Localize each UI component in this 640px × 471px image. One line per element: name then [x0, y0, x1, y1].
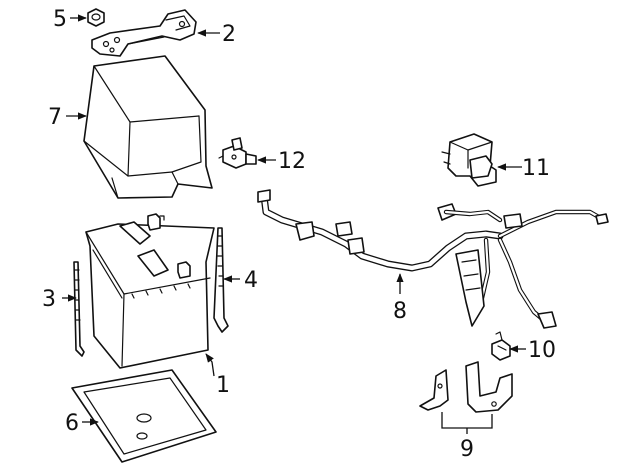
callout-3: 3 — [42, 287, 56, 312]
sensor-part-10 — [491, 331, 511, 361]
sensor-connector-part-12 — [218, 137, 257, 169]
battery-tray-part-6 — [71, 369, 217, 463]
callout-2: 2 — [222, 22, 236, 47]
bracket-part-9 — [419, 361, 513, 413]
callout-12: 12 — [278, 149, 306, 174]
callout-1: 1 — [216, 373, 230, 398]
callout-10: 10 — [528, 338, 556, 363]
battery-part-1 — [85, 213, 215, 369]
callout-8: 8 — [393, 299, 407, 324]
callout-6: 6 — [65, 411, 79, 436]
callout-5: 5 — [53, 7, 67, 32]
nut-part-5 — [87, 8, 105, 27]
callout-9: 9 — [460, 437, 474, 462]
battery-cover-part-7 — [83, 55, 213, 199]
hold-down-bracket-part-2 — [91, 9, 197, 57]
callout-4: 4 — [244, 268, 258, 293]
hold-down-rod-part-4 — [213, 227, 229, 333]
wire-harness-part-8 — [257, 189, 609, 329]
callout-7: 7 — [48, 105, 62, 130]
leader-lines — [62, 14, 526, 434]
terminal-cap-part-11 — [441, 133, 497, 187]
callout-11: 11 — [522, 156, 550, 181]
hold-down-rod-part-3 — [73, 261, 85, 357]
callout-numbers: 5 2 7 12 11 3 4 1 8 6 10 9 — [42, 7, 556, 462]
